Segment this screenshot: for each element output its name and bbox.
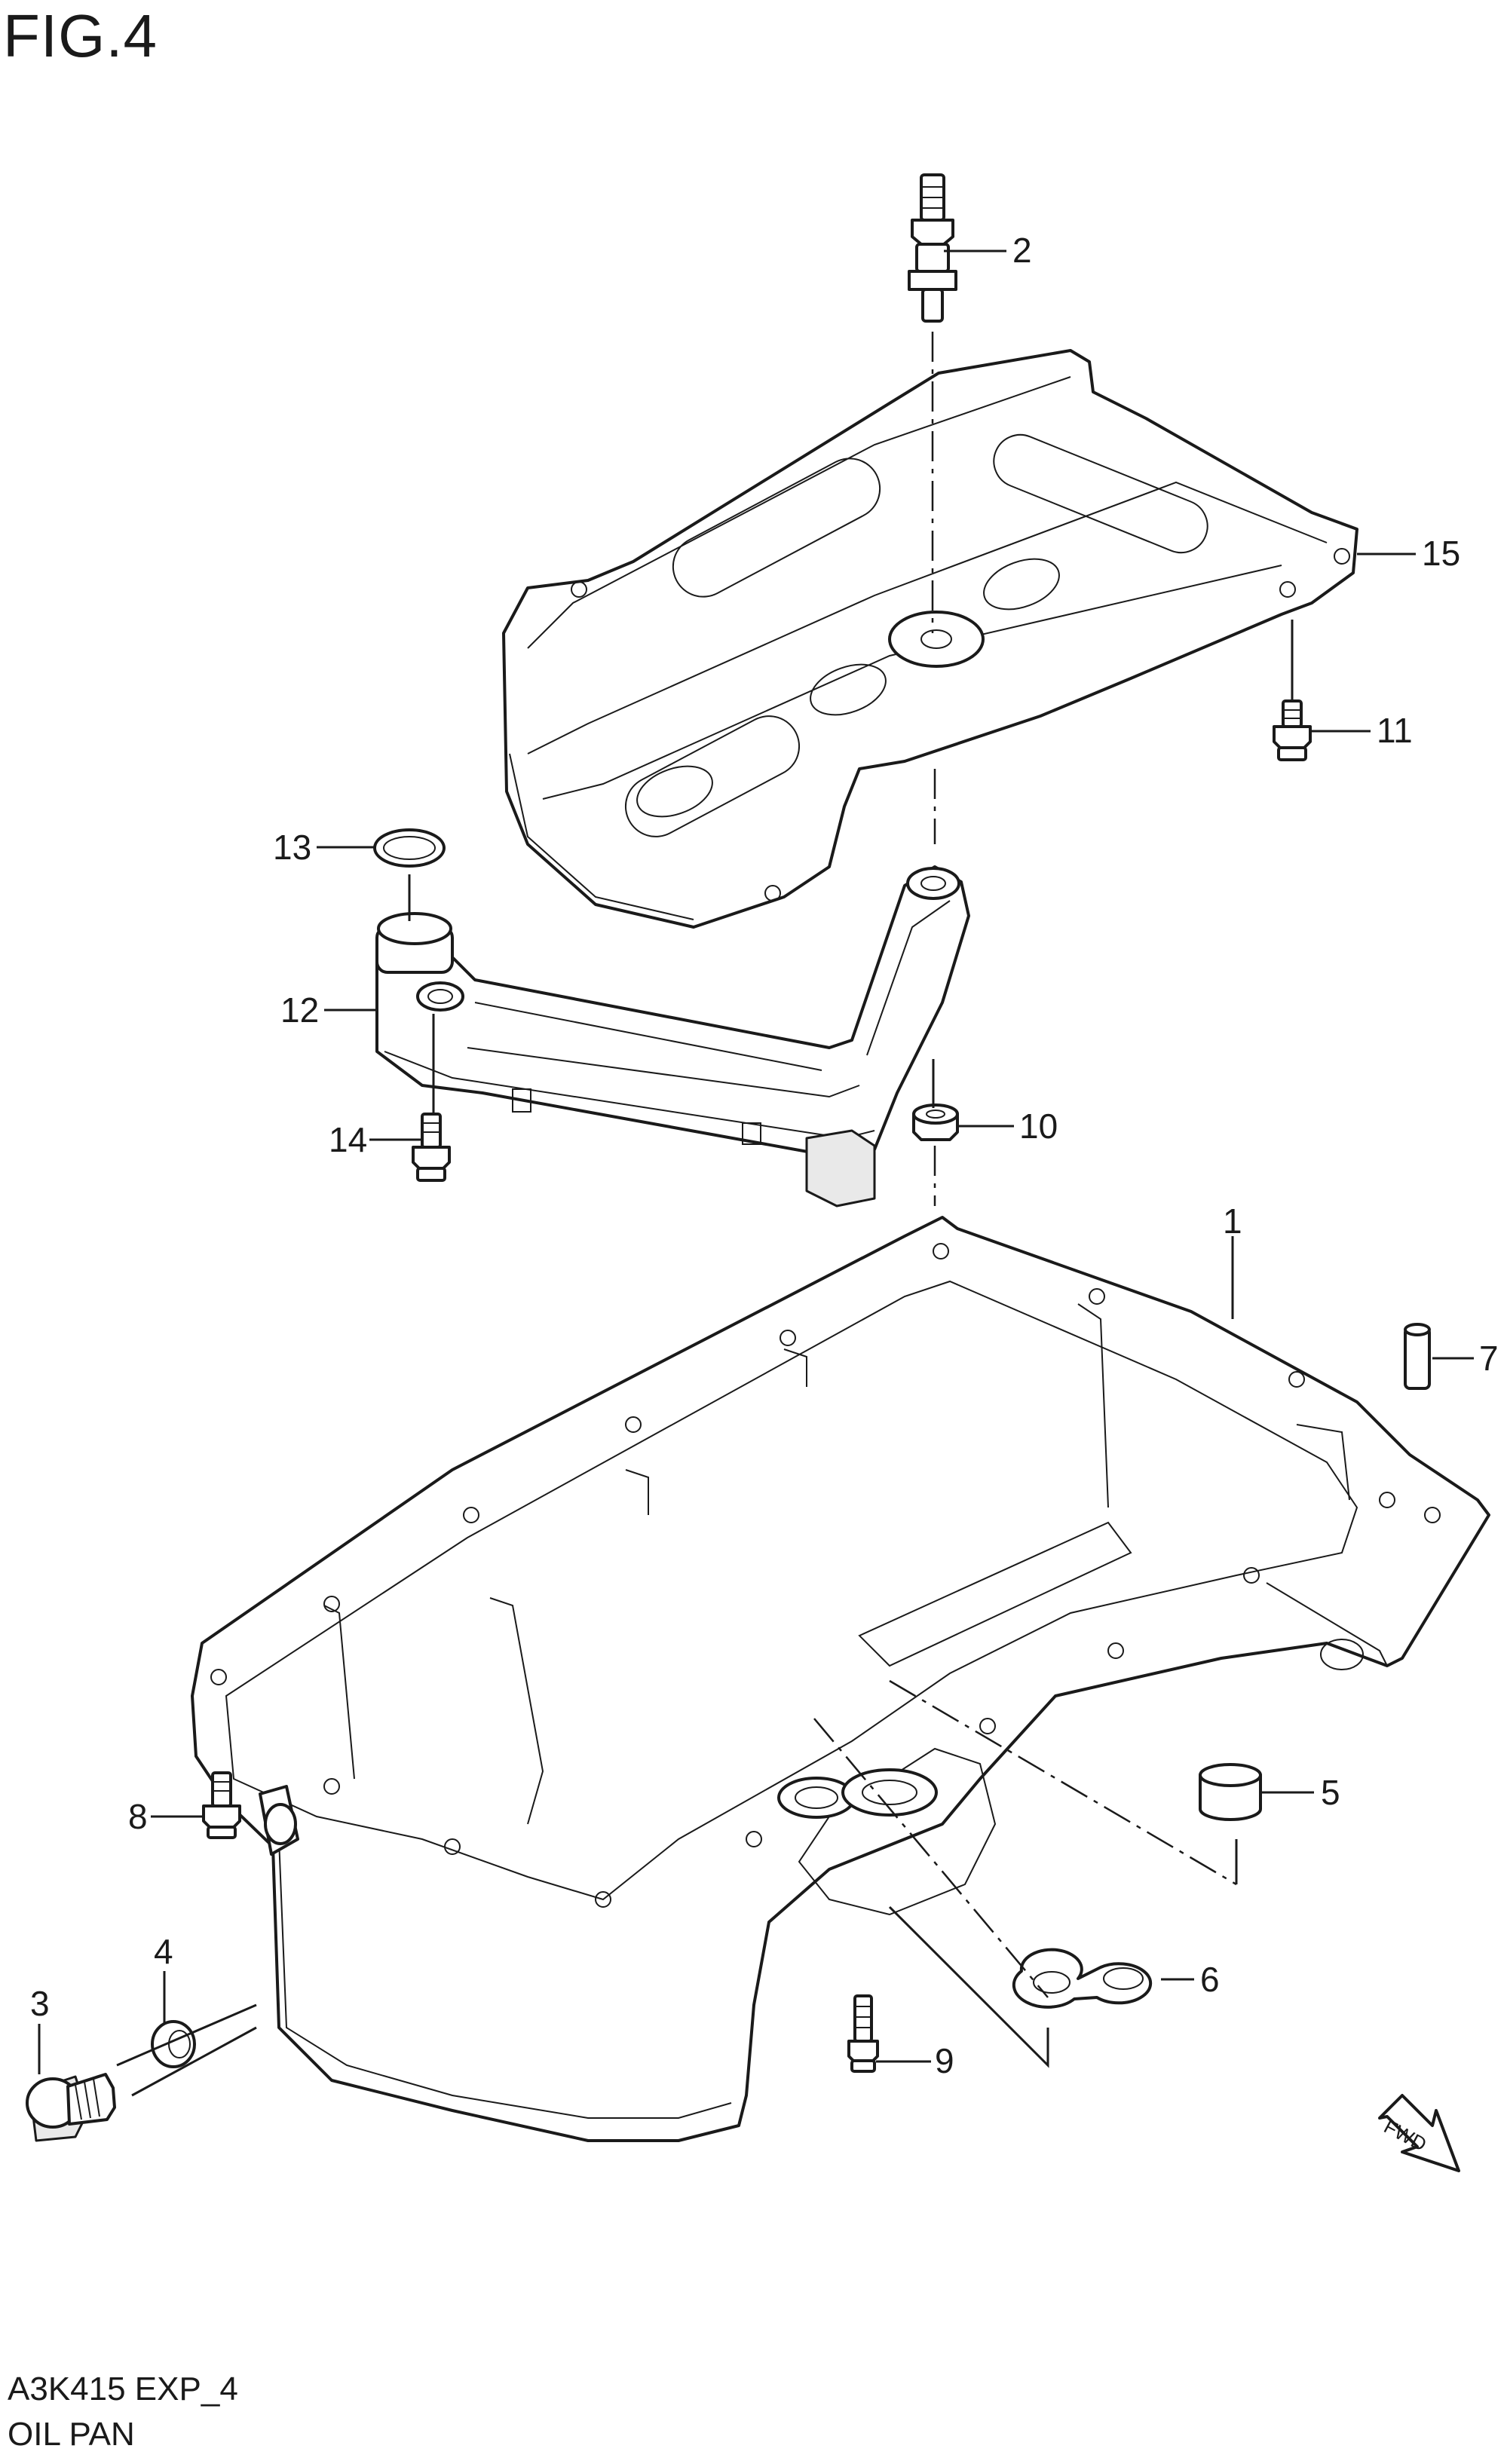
part-3-drain-plug: [26, 2073, 116, 2142]
part-2-stud-bolt: [908, 173, 957, 323]
part-8-bolt: [202, 1771, 241, 1839]
part-11-bolt: [1273, 699, 1312, 761]
callout-7: 7: [1479, 1339, 1499, 1378]
callout-4: 4: [154, 1932, 173, 1971]
callout-6: 6: [1200, 1960, 1220, 1999]
diagram-code: A3K415 EXP_4: [8, 2371, 238, 2407]
part-4-washer: [151, 2020, 196, 2068]
callout-9: 9: [935, 2041, 954, 2080]
part-1-oil-pan: [191, 1216, 1490, 2142]
callout-12: 12: [280, 990, 319, 1030]
part-6-gasket: [1012, 1948, 1153, 2009]
leader-lines: [38, 249, 1474, 2097]
part-7-dowel-pin: [1404, 1323, 1431, 1390]
callout-3: 3: [30, 1984, 50, 2023]
callout-14: 14: [329, 1120, 367, 1159]
part-10-nut: [912, 1103, 959, 1141]
callout-1: 1: [1223, 1201, 1242, 1241]
part-14-bolt: [412, 1113, 451, 1182]
callout-2: 2: [1012, 231, 1032, 270]
callout-15: 15: [1422, 534, 1460, 573]
part-12-oil-strainer: [375, 865, 970, 1208]
fwd-direction-arrow: FWD: [1378, 2094, 1460, 2172]
part-5-bushing: [1199, 1763, 1262, 1821]
callout-10: 10: [1019, 1107, 1058, 1146]
diagram-name: OIL PAN: [8, 2416, 135, 2453]
callout-13: 13: [273, 828, 311, 867]
part-13-o-ring: [373, 828, 446, 868]
callout-11: 11: [1377, 711, 1413, 750]
part-15-baffle-plate: [502, 349, 1358, 929]
part-9-bolt: [847, 1994, 879, 2073]
callout-5: 5: [1321, 1773, 1340, 1812]
assembly-centerlines: [813, 332, 1237, 1998]
figure-title: FIG.4: [3, 2, 158, 69]
callout-labels: 2 15 11 13 12 14 10 1 7 5 6 9 8 4 3: [30, 231, 1499, 2080]
callout-8: 8: [128, 1797, 148, 1836]
